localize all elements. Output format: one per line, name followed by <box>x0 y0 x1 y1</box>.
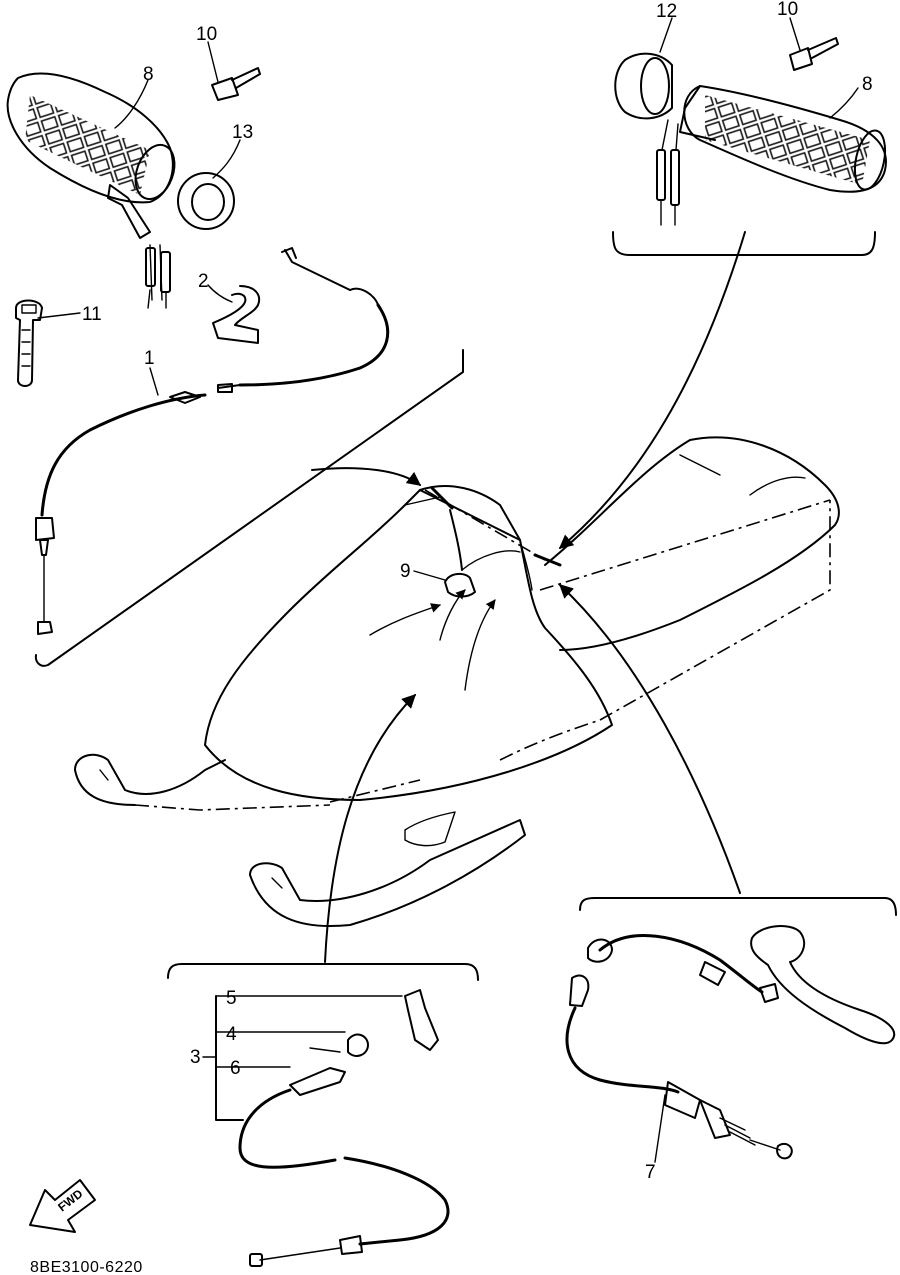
bottom-right-group-bracket <box>579 897 897 916</box>
callout-12: 12 <box>656 1 677 22</box>
callout-8-right: 8 <box>862 74 873 95</box>
brake-cable-part <box>565 934 793 1160</box>
callout-11: 11 <box>82 304 102 325</box>
right-cap-part <box>789 37 839 71</box>
callout-7: 7 <box>645 1162 656 1183</box>
ring-part <box>177 172 235 230</box>
callout-4: 4 <box>226 1024 237 1045</box>
callout-3: 3 <box>190 1047 201 1068</box>
throttle-cable-part <box>35 247 390 635</box>
callout-10-right: 10 <box>777 0 798 20</box>
bottom-left-group-bracket <box>167 963 479 981</box>
left-grip-part <box>6 72 176 309</box>
callout-6: 6 <box>230 1058 241 1079</box>
right-grip-part <box>656 85 887 226</box>
callout-5: 5 <box>226 988 237 1009</box>
pad-part <box>614 52 673 120</box>
callout-13: 13 <box>232 122 253 143</box>
snowmobile-illustration <box>74 436 840 928</box>
choke-cable-part <box>238 989 450 1267</box>
callout-leaders <box>37 17 859 1163</box>
callout-2: 2 <box>198 271 209 292</box>
right-top-group-bracket <box>612 231 876 256</box>
left-group-bracket <box>34 349 464 667</box>
callout-8-left: 8 <box>143 64 154 85</box>
brake-lever-part <box>750 925 895 1045</box>
callout-10-left: 10 <box>196 24 217 45</box>
clip-part <box>212 285 260 344</box>
routing-arrows <box>311 231 746 963</box>
left-cap-part <box>211 67 261 101</box>
forward-direction-indicator: FWD <box>29 1179 96 1233</box>
callout-1: 1 <box>144 348 155 369</box>
band-part <box>15 299 43 387</box>
assembly-bracket-3 <box>215 995 244 1121</box>
callout-9: 9 <box>400 561 411 582</box>
part-number-label: 8BE3100-6220 <box>30 1259 143 1275</box>
